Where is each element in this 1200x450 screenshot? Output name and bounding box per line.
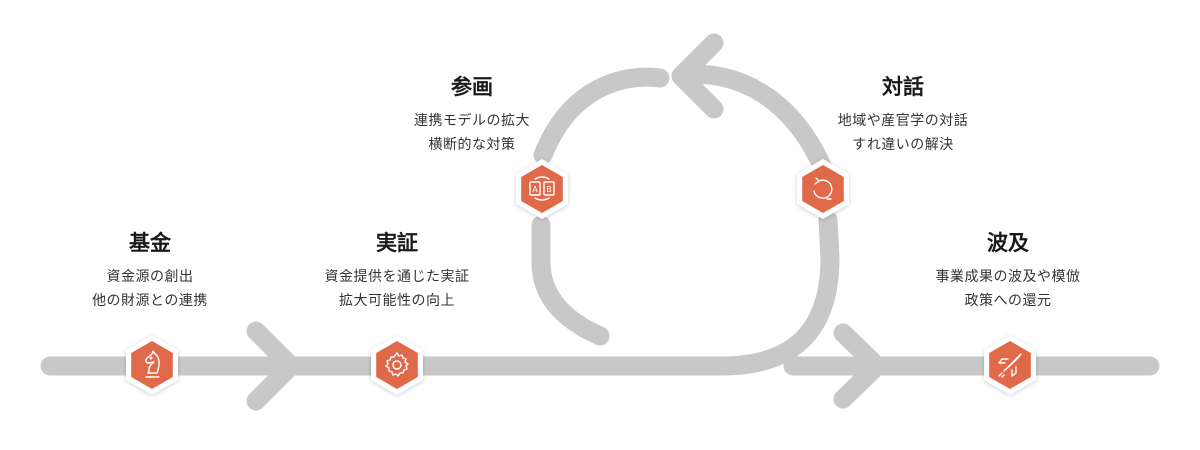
stage-desc-line: 資金提供を通じた実証 <box>324 269 470 285</box>
track-loop-left <box>533 67 670 165</box>
svg-text:B: B <box>546 185 552 194</box>
arrow-head-1 <box>246 321 301 411</box>
track-loop-arc <box>675 64 838 190</box>
badge-fill <box>521 165 563 213</box>
track-loop-left-down <box>531 215 610 346</box>
svg-text:A: A <box>532 185 538 194</box>
stage-badge-jissho <box>371 335 423 395</box>
stage-label-jissho: 実証 資金提供を通じた実証 拡大可能性の向上 <box>277 229 517 313</box>
track-curve-into-loop <box>582 210 840 376</box>
cycle-arrows-icon <box>813 177 833 200</box>
stage-desc-line: すれ違いの解決 <box>852 137 954 153</box>
badge-fill <box>802 165 844 213</box>
stage-title: 波及 <box>987 231 1029 255</box>
stage-desc-line: 拡大可能性の向上 <box>339 293 455 309</box>
arrow-head-loop <box>671 33 724 119</box>
stage-desc-line: 連携モデルの拡大 <box>414 113 530 129</box>
stage-badge-kikin <box>126 335 178 395</box>
stage-desc-line: 政策への還元 <box>964 293 1052 309</box>
arrow-head-2 <box>833 323 887 409</box>
stage-desc-line: 他の財源との連携 <box>92 293 208 309</box>
stage-badge-hakyu <box>984 335 1036 395</box>
stage-desc-line: 事業成果の波及や模倣 <box>935 269 1081 285</box>
chess-knight-icon <box>145 350 160 378</box>
stage-desc-line: 地域や産官学の対話 <box>837 113 969 129</box>
stage-title: 対話 <box>882 75 924 99</box>
stage-title: 参画 <box>451 75 493 99</box>
stage-label-taiwa: 対話 地域や産官学の対話 すれ違いの解決 <box>783 73 1023 157</box>
stage-title: 実証 <box>376 231 418 255</box>
stage-label-sankaku: 参画 連携モデルの拡大 横断的な対策 <box>352 73 592 157</box>
stage-badge-taiwa <box>797 159 849 219</box>
badge-fill <box>131 341 173 389</box>
stage-label-kikin: 基金 資金源の創出 他の財源との連携 <box>30 229 270 313</box>
stage-desc-line: 資金源の創出 <box>106 269 194 285</box>
gear-icon <box>385 352 409 377</box>
stage-desc-line: 横断的な対策 <box>428 137 516 153</box>
stage-label-hakyu: 波及 事業成果の波及や模倣 政策への還元 <box>888 229 1128 313</box>
stage-title: 基金 <box>129 231 171 255</box>
rocket-icon <box>998 353 1022 378</box>
badge-fill <box>376 341 418 389</box>
flow-track <box>40 33 1160 411</box>
